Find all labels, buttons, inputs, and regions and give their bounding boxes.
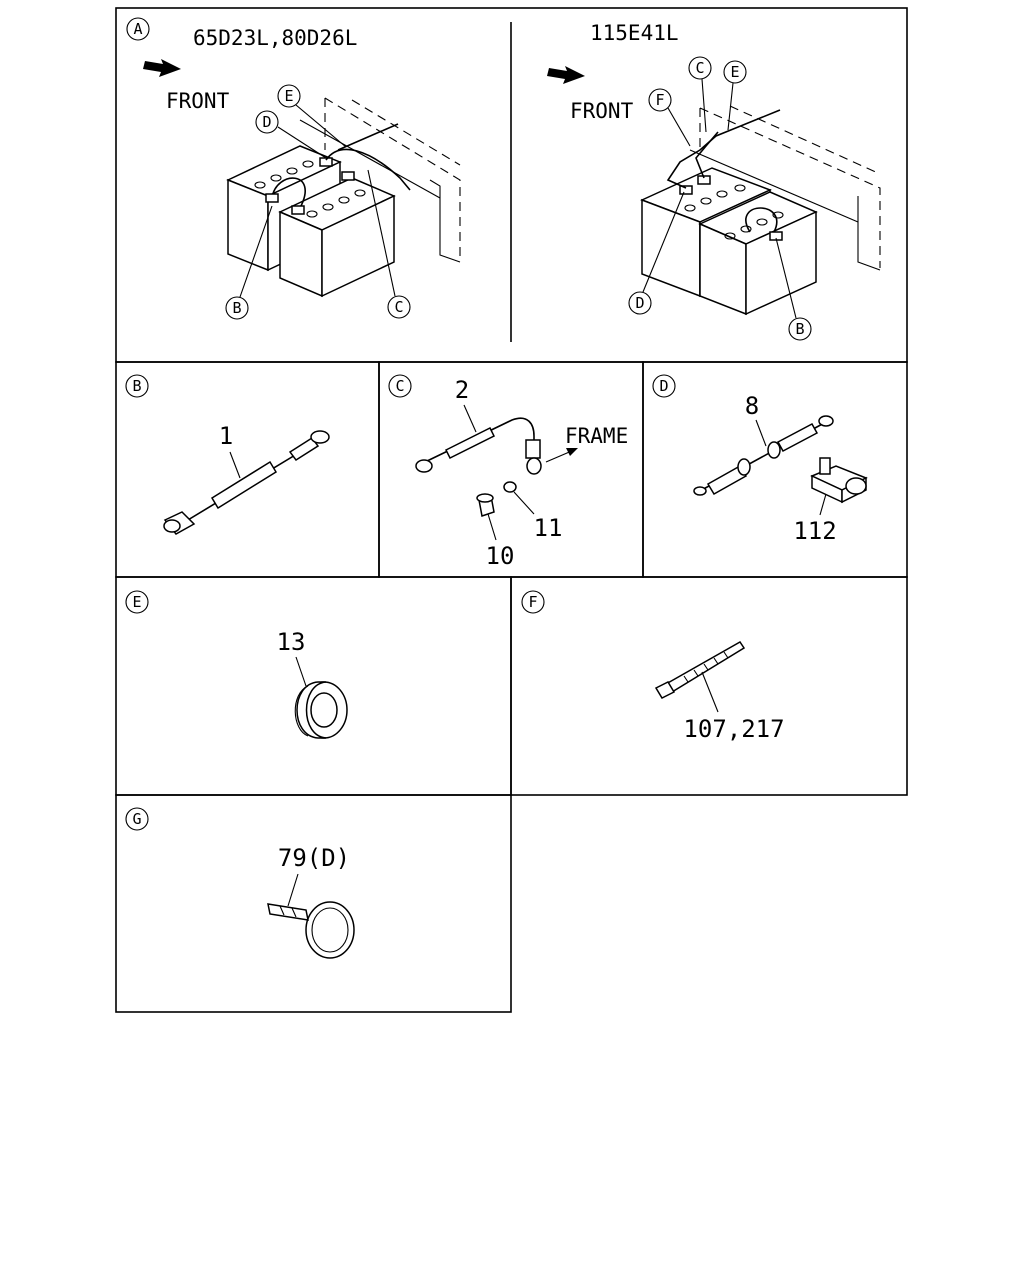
battery-cable-d-illustration: [693, 415, 834, 496]
svg-text:D: D: [262, 113, 271, 131]
panel-a-right-view: 115E41L FRONT: [547, 21, 881, 341]
panel-d-circle-label: D: [652, 374, 676, 398]
callout-c-left: C: [367, 169, 411, 319]
svg-text:E: E: [730, 63, 739, 81]
svg-text:C: C: [394, 298, 403, 316]
svg-text:E: E: [284, 87, 293, 105]
svg-text:A: A: [133, 20, 142, 38]
svg-text:B: B: [795, 320, 804, 338]
front-label-left: FRONT: [166, 89, 230, 113]
panel-a-circle-label: A: [126, 17, 150, 41]
front-arrow-icon: [143, 59, 181, 77]
part-number-1: 1: [219, 422, 233, 450]
part-number-10: 10: [486, 542, 515, 570]
battery-cable-illustration: [163, 430, 330, 535]
callout-f-right: F: [648, 88, 691, 147]
cable-tie-illustration: [654, 641, 746, 699]
svg-text:E: E: [132, 593, 141, 611]
part-number-107-217: 107,217: [683, 715, 784, 743]
callout-b-right: B: [775, 237, 812, 341]
hose-clamp-illustration: [267, 901, 355, 959]
callout-c-right: C: [688, 56, 712, 133]
panel-e: E 13: [125, 590, 348, 739]
frame-rail-right: [689, 105, 881, 271]
callout-b-left: B: [225, 205, 273, 320]
svg-text:C: C: [395, 377, 404, 395]
battery-type-title-left: 65D23L,80D26L: [193, 26, 357, 50]
part-number-11: 11: [534, 514, 563, 542]
terminal-clamp-illustration: [810, 457, 868, 504]
frame-arrow-icon: [545, 448, 578, 463]
part-number-112: 112: [793, 517, 836, 545]
panel-f-circle-label: F: [521, 590, 545, 614]
callout-e-right: E: [723, 60, 747, 131]
front-arrow-icon: [547, 66, 585, 84]
panel-a: A 65D23L,80D26L FRONT: [126, 17, 881, 341]
front-label-right: FRONT: [570, 99, 634, 123]
panel-b: B 1: [125, 374, 330, 535]
battery-illustration-right: [640, 109, 818, 316]
callout-d-left: D: [255, 110, 327, 159]
part-number-2: 2: [455, 376, 469, 404]
part-number-8: 8: [745, 392, 759, 420]
battery-type-title-right: 115E41L: [590, 21, 679, 45]
svg-text:D: D: [659, 377, 668, 395]
panel-c-circle-label: C: [388, 374, 412, 398]
svg-text:F: F: [655, 91, 664, 109]
grommet-illustration: [294, 681, 348, 739]
svg-text:D: D: [635, 294, 644, 312]
part-number-13: 13: [277, 628, 306, 656]
ground-cable-illustration: [415, 417, 542, 517]
panel-a-left-view: 65D23L,80D26L FRONT: [143, 26, 461, 320]
frame-label: FRAME: [565, 424, 628, 448]
svg-text:G: G: [132, 810, 141, 828]
svg-text:B: B: [132, 377, 141, 395]
panel-grid: [115, 7, 908, 1013]
panel-c: C FRAME 2 11 10: [388, 374, 628, 570]
panel-b-circle-label: B: [125, 374, 149, 398]
panel-f: F 107,217: [521, 590, 785, 743]
callout-e-left: E: [277, 84, 347, 148]
callout-d-right: D: [628, 191, 685, 315]
part-number-79d: 79(D): [278, 844, 350, 872]
svg-text:B: B: [232, 299, 241, 317]
panel-e-circle-label: E: [125, 590, 149, 614]
frame-rail-left: [299, 97, 461, 263]
panel-d: D 8 112: [652, 374, 868, 545]
battery-illustration-left: [226, 123, 411, 298]
svg-text:C: C: [695, 59, 704, 77]
svg-text:F: F: [528, 593, 537, 611]
panel-g: G 79(D): [125, 807, 355, 959]
panel-g-circle-label: G: [125, 807, 149, 831]
